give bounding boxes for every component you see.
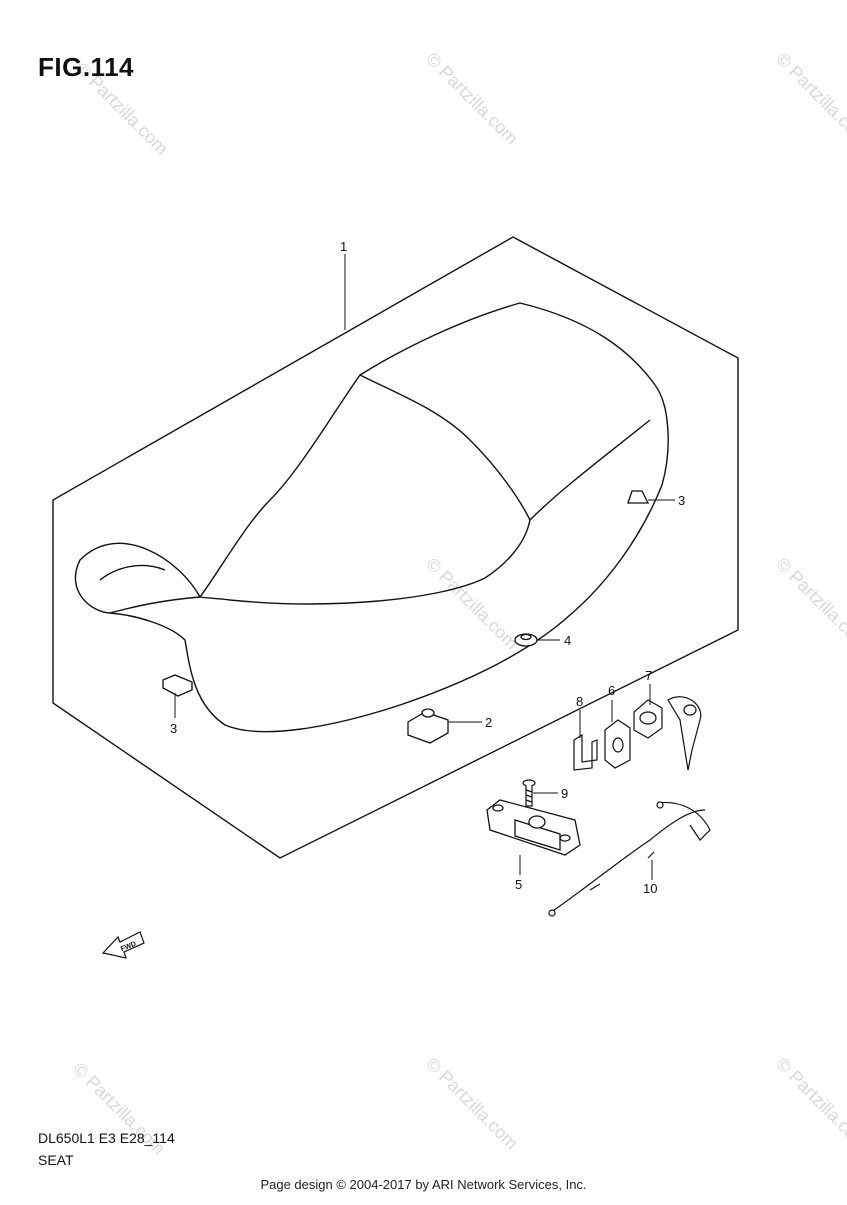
callout-3-front: 3: [170, 721, 177, 736]
callout-3-rear: 3: [678, 493, 685, 508]
figure-title: FIG.114: [38, 52, 134, 82]
lock-holder-part: [604, 719, 631, 769]
callouts: 1 2 3 3 4 5 6 7 8 9 10: [170, 239, 685, 896]
callout-1: 1: [340, 239, 347, 254]
callout-2: 2: [485, 715, 492, 730]
callout-10: 10: [643, 881, 657, 896]
watermark: © Partzilla.com: [772, 49, 847, 149]
watermark: © Partzilla.com: [422, 49, 522, 149]
seat-illustration: [74, 302, 669, 733]
section-name: SEAT: [38, 1152, 74, 1168]
bumper-rear-part: [627, 490, 650, 504]
assembly-outline: [52, 236, 739, 859]
nut-part: [514, 633, 538, 647]
diagram-code: DL650L1 E3 E28_114: [38, 1130, 175, 1146]
watermark: © Partzilla.com: [422, 1054, 522, 1154]
callout-4: 4: [564, 633, 571, 648]
screw-part: [522, 779, 536, 807]
callout-9: 9: [561, 786, 568, 801]
footer-copyright: Page design © 2004-2017 by ARI Network S…: [260, 1177, 587, 1192]
callout-7: 7: [645, 668, 652, 683]
latch-plate-part: [486, 799, 581, 856]
watermark: © Partzilla.com: [772, 554, 847, 654]
watermarks: © Partzilla.com © Partzilla.com © Partzi…: [69, 49, 847, 1159]
cushion-part: [407, 708, 449, 744]
fwd-arrow-icon: FWD: [101, 931, 145, 959]
watermark: © Partzilla.com: [422, 554, 522, 654]
callout-8: 8: [576, 694, 583, 709]
watermark: © Partzilla.com: [772, 1054, 847, 1154]
cable-part: [548, 801, 711, 917]
seat-lock-part: [633, 696, 702, 771]
leader-lines: [174, 254, 675, 880]
bumper-front-part: [162, 674, 193, 697]
callout-6: 6: [608, 683, 615, 698]
clip-part: [573, 733, 598, 771]
callout-5: 5: [515, 877, 522, 892]
